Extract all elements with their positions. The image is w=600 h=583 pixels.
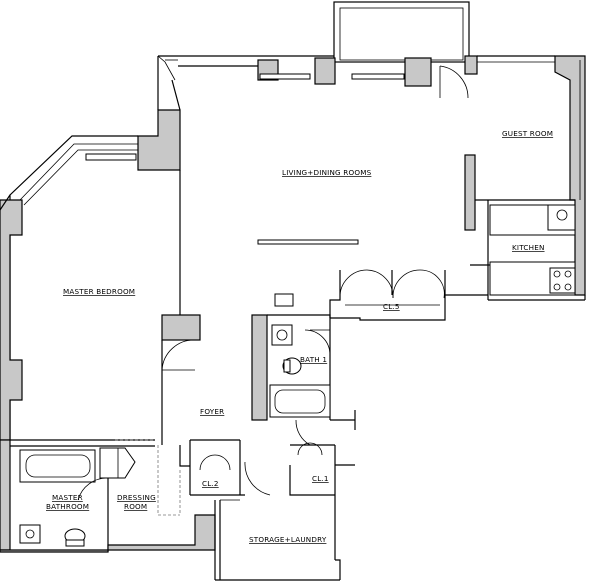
label-foyer: FOYER: [200, 407, 224, 416]
label-dressing-1: DRESSING: [117, 493, 156, 502]
label-closet-2: CL.2: [202, 479, 219, 488]
label-living-dining: LIVING+DINING ROOMS: [282, 168, 372, 177]
label-bath-1: BATH 1: [300, 355, 327, 364]
label-guest-room: GUEST ROOM: [502, 129, 553, 138]
label-kitchen: KITCHEN: [512, 243, 545, 252]
bedroom-exterior-wall: [0, 109, 181, 441]
closet-5: [329, 269, 488, 321]
bath-1: [251, 293, 331, 421]
balcony: [333, 1, 470, 63]
foyer: [179, 410, 356, 560]
label-storage-laundry: STORAGE+LAUNDRY: [249, 535, 327, 544]
living-divider: [257, 239, 359, 245]
label-master-bathroom-1: MASTER: [52, 493, 83, 502]
label-dressing-2: ROOM: [124, 502, 147, 511]
label-master-bathroom-2: BATHROOM: [46, 502, 89, 511]
label-closet-5: CL.5: [383, 302, 400, 311]
guest-room-partition: [439, 65, 575, 300]
bedroom-partition: [161, 170, 201, 445]
master-bath-dressing: [0, 439, 216, 553]
kitchen: [488, 204, 586, 301]
storage-laundry: [214, 499, 341, 581]
right-wall: [554, 55, 586, 296]
label-closet-1: CL.1: [312, 474, 329, 483]
top-wall: [157, 55, 555, 111]
label-master-bedroom: MASTER BEDROOM: [63, 287, 135, 296]
